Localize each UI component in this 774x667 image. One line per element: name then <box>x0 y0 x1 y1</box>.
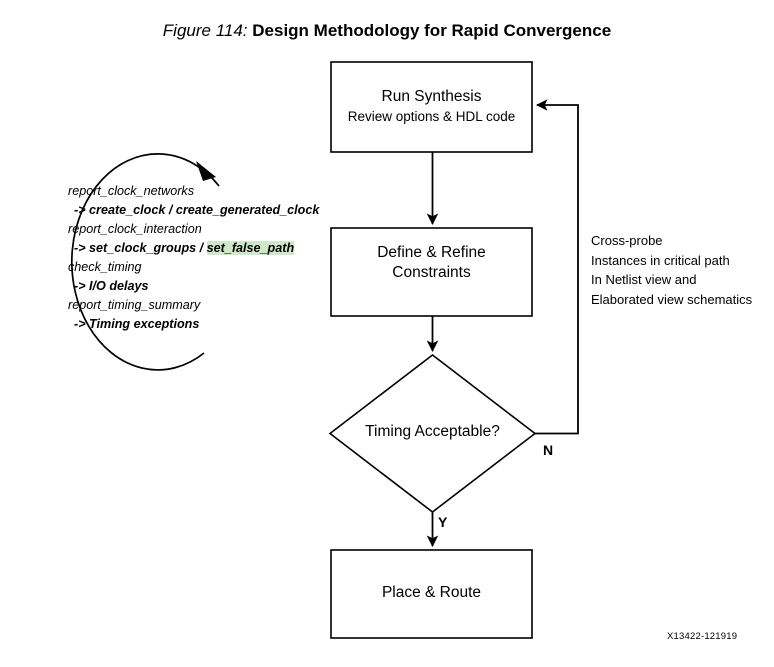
cross-probe-note-line3: In Netlist view and <box>591 272 697 287</box>
command-report-clock-networks: report_clock_networks <box>68 184 194 198</box>
edge-label-no: N <box>543 442 554 458</box>
node-run-synthesis-label: Run Synthesis Review options & HDL code <box>331 87 532 127</box>
cross-probe-note: Cross-probe Instances in critical path I… <box>591 231 771 309</box>
iteration-loop-arrowhead <box>196 161 216 181</box>
command-check-timing: check_timing <box>68 260 142 274</box>
command-set-false-path-highlight: set_false_path <box>206 241 295 255</box>
node-timing-acceptable-label: Timing Acceptable? <box>330 422 535 442</box>
node-constraints-line2: Constraints <box>392 264 471 281</box>
constraint-command-list: report_clock_networks -> create_clock / … <box>68 182 320 334</box>
node-define-refine-constraints-label: Define & Refine Constraints <box>331 243 532 283</box>
node-constraints-line1: Define & Refine <box>377 244 486 261</box>
figure-number: Figure 114: <box>162 21 248 40</box>
cross-probe-note-line4: Elaborated view schematics <box>591 291 753 307</box>
node-timing-acceptable-text: Timing Acceptable? <box>365 423 500 440</box>
command-set-clock-groups: -> set_clock_groups / set_false_path <box>68 239 318 258</box>
iteration-loop-arc <box>70 153 220 371</box>
command-set-clock-groups-prefix: -> set_clock_groups / <box>74 241 207 255</box>
command-report-clock-interaction: report_clock_interaction <box>68 222 202 236</box>
command-io-delays: -> I/O delays <box>74 279 149 293</box>
command-report-timing-summary: report_timing_summary <box>68 298 201 312</box>
node-run-synthesis-line2: Review options & HDL code <box>347 109 516 124</box>
edge-label-yes: Y <box>438 514 448 530</box>
command-timing-exceptions: -> Timing exceptions <box>74 317 200 331</box>
node-define-refine-constraints <box>330 227 533 317</box>
document-id: X13422-121919 <box>667 631 738 642</box>
figure-caption: Design Methodology for Rapid Convergence <box>252 21 612 40</box>
node-run-synthesis <box>330 61 533 153</box>
node-place-route-label: Place & Route <box>331 583 532 603</box>
cross-probe-note-line1: Cross-probe <box>591 233 663 248</box>
edge-decision-no-feedback <box>535 99 579 435</box>
node-run-synthesis-line1: Run Synthesis <box>381 88 482 105</box>
command-create-clock: -> create_clock / create_generated_clock <box>74 203 320 217</box>
cross-probe-note-line2: Instances in critical path <box>591 252 730 268</box>
node-place-route <box>330 549 533 639</box>
node-place-route-text: Place & Route <box>381 584 482 601</box>
page-title: Figure 114: Design Methodology for Rapid… <box>0 20 774 42</box>
